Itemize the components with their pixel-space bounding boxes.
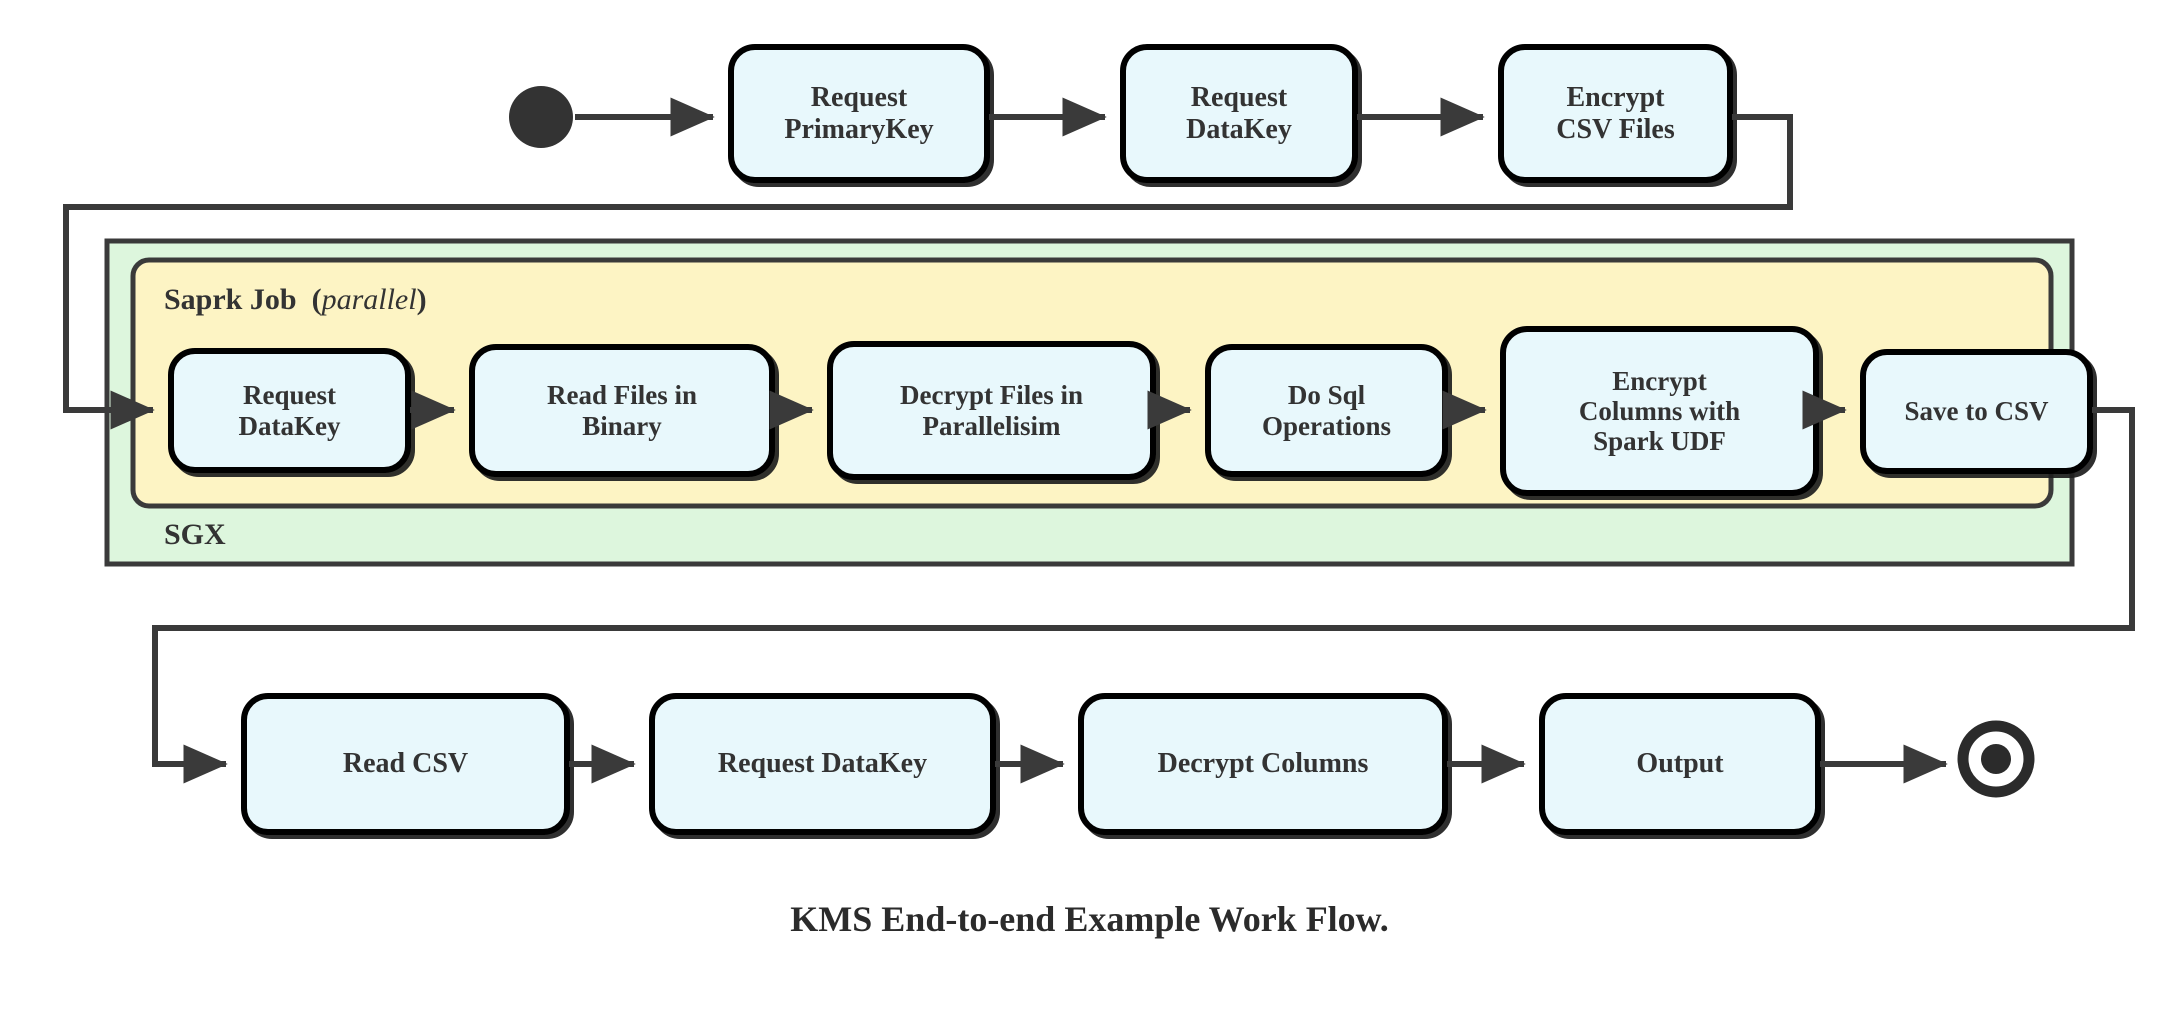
edge-encrypt-csv-to-spark-datakey	[63, 114, 1793, 430]
node-encrypt-columns-with-spark-udf[interactable]	[1500, 326, 1819, 496]
node-decrypt-files-in-parallelisim[interactable]	[827, 341, 1156, 480]
spark-job-modifier-close: )	[416, 283, 427, 316]
spark-job-modifier-word: parallel	[321, 283, 417, 316]
node-read-csv[interactable]	[241, 693, 570, 835]
start-node	[509, 86, 573, 148]
spark-job-modifier-open: (	[311, 283, 322, 316]
node-request-datakey-bottom[interactable]	[649, 693, 996, 835]
node-request-datakey-spark[interactable]	[168, 348, 411, 473]
node-do-sql-operations[interactable]	[1205, 344, 1448, 477]
node-save-to-csv[interactable]	[1860, 349, 2093, 474]
spark-job-label-text: Saprk Job	[164, 283, 297, 316]
spark-job-label: Saprk Job (parallel)	[164, 283, 427, 317]
sgx-label: SGX	[164, 518, 226, 551]
figure-caption: KMS End-to-end Example Work Flow.	[790, 899, 1389, 939]
node-output[interactable]	[1539, 693, 1821, 835]
node-encrypt-csv-files[interactable]	[1498, 44, 1733, 183]
node-decrypt-columns[interactable]	[1078, 693, 1448, 835]
end-node	[1957, 720, 2035, 798]
edge-save-csv-to-read-csv	[152, 407, 2135, 784]
node-request-primarykey[interactable]	[728, 44, 990, 183]
node-request-datakey-top[interactable]	[1120, 44, 1358, 183]
node-read-files-in-binary[interactable]	[469, 344, 775, 477]
